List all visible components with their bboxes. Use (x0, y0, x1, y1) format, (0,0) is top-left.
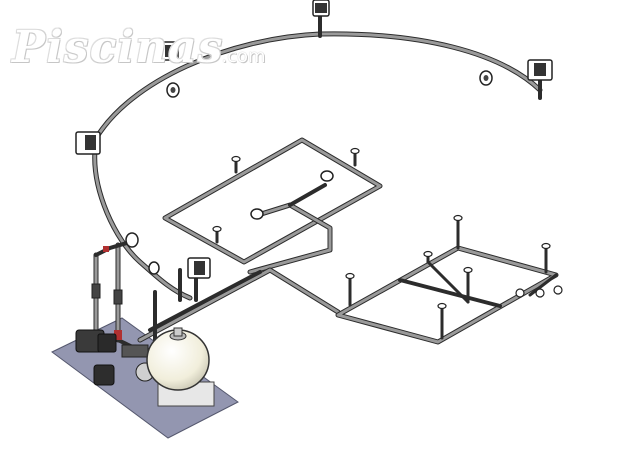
return-upper-manifold (125, 170, 334, 275)
sand-filter (146, 327, 215, 407)
pump (75, 329, 117, 386)
lower-jet-manifold (335, 218, 559, 345)
skimmer-upper-left (155, 41, 179, 61)
valves (91, 246, 123, 340)
skimmer-low (187, 257, 211, 279)
skimmer-top (312, 0, 330, 17)
return-lower-manifold (515, 285, 563, 298)
pool-ring-pipe (92, 12, 543, 301)
upper-jet-manifold (162, 137, 383, 275)
return-right (479, 70, 493, 86)
return-left (166, 82, 180, 98)
main-trunk-pipe (137, 267, 341, 343)
jet-nozzles (212, 147, 551, 310)
skimmer-right (527, 59, 553, 81)
skimmer-left (75, 131, 101, 155)
